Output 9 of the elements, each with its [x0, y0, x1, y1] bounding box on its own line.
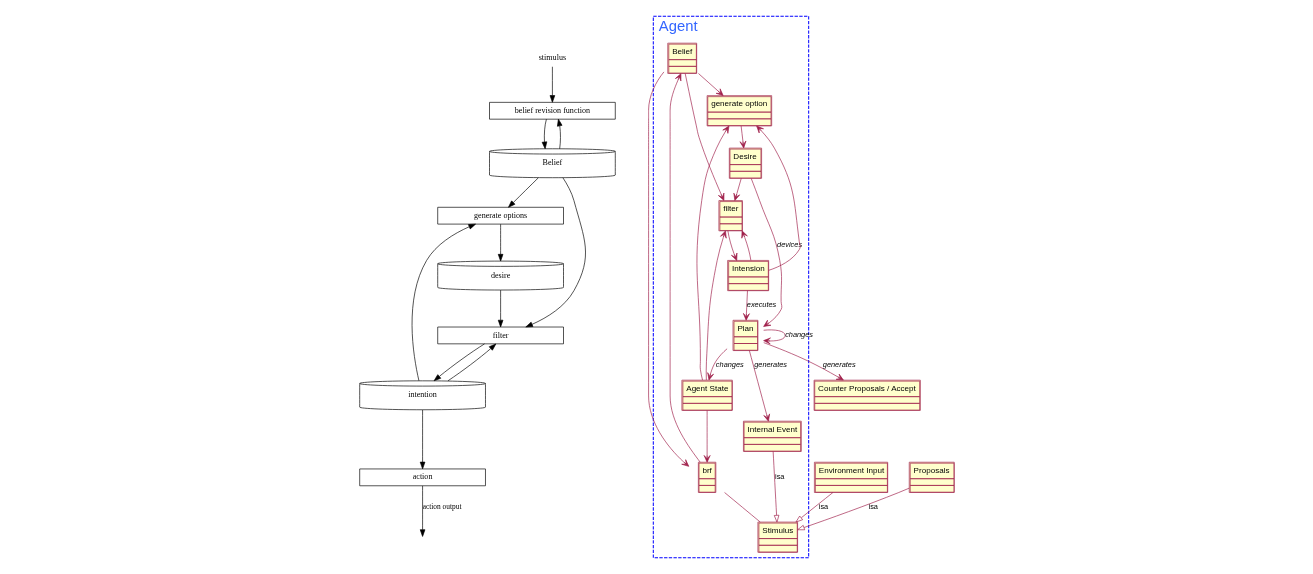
edge-label: isa	[868, 502, 878, 512]
edge-label: changes	[715, 359, 744, 369]
edge-label: executes	[746, 299, 776, 309]
edge-label: generates	[753, 359, 787, 369]
edge-label: generates	[822, 359, 856, 369]
edge-label: isa	[818, 502, 828, 512]
edge-label: isa	[774, 472, 784, 482]
edge-label: devices	[776, 239, 802, 249]
edge-label: action output	[422, 502, 461, 512]
